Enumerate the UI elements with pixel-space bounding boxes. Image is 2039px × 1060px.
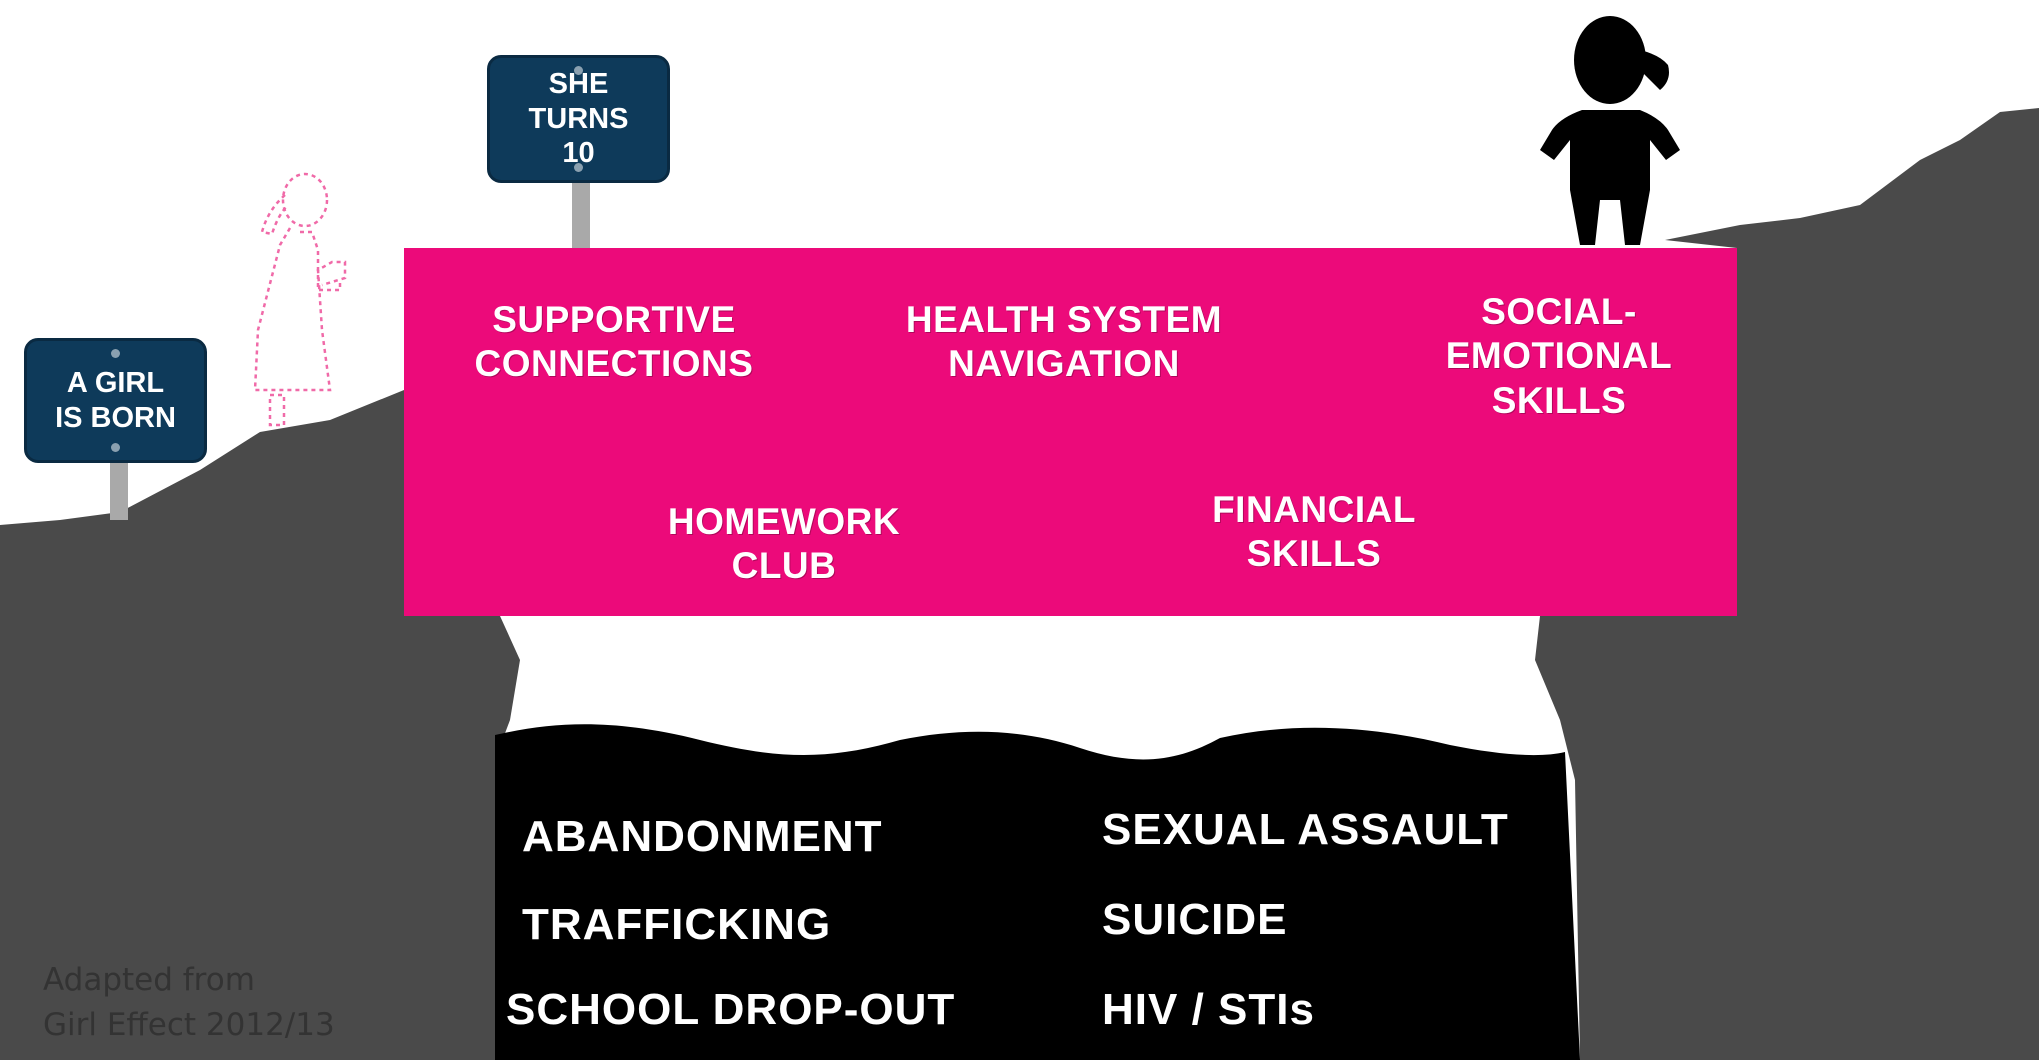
sign-bolt-top xyxy=(111,349,120,358)
risk-hiv-stis: HIV / STIs xyxy=(1102,985,1315,1034)
attribution-line-1: Adapted from xyxy=(43,962,255,998)
risk-trafficking: TRAFFICKING xyxy=(522,900,832,949)
attribution-line-2: Girl Effect 2012/13 xyxy=(43,1006,335,1043)
sign-she-turns-10: SHE TURNS 10 xyxy=(487,55,670,183)
sign-a-girl-is-born: A GIRL IS BORN xyxy=(24,338,207,463)
bridge-label-health-system-navigation: HEALTH SYSTEM NAVIGATION xyxy=(905,299,1223,385)
ten-sign-post xyxy=(572,180,590,250)
sign-born-line-1: A GIRL xyxy=(66,366,165,399)
bridge-label-homework-club: HOMEWORK CLUB xyxy=(667,501,901,587)
right-cliff-under-bridge xyxy=(1535,616,1737,1060)
sign-bolt-bottom xyxy=(111,443,120,452)
bridge-label-financial-skills: FINANCIAL SKILLS xyxy=(1212,489,1416,575)
sign-born-line-2: IS BORN xyxy=(55,401,176,434)
sign-bolt-bottom xyxy=(574,163,583,172)
left-cliff-under-bridge xyxy=(404,616,520,1060)
bridge-label-social-emotional-skills: SOCIAL- EMOTIONAL SKILLS xyxy=(1445,291,1673,421)
born-sign-post xyxy=(110,455,128,520)
attribution-text: Adapted from Girl Effect 2012/13 xyxy=(43,958,335,1048)
support-bridge: SUPPORTIVE CONNECTIONS HEALTH SYSTEM NAV… xyxy=(404,248,1737,616)
abyss xyxy=(495,724,1580,1060)
left-cliff xyxy=(0,390,404,1060)
right-cliff xyxy=(1665,108,2039,1060)
risk-abandonment: ABANDONMENT xyxy=(522,812,883,861)
risk-school-drop-out: SCHOOL DROP-OUT xyxy=(506,985,956,1034)
bridge-label-supportive-connections: SUPPORTIVE CONNECTIONS xyxy=(474,299,754,385)
sign-ten-line-2: TURNS xyxy=(528,102,629,135)
risk-sexual-assault: SEXUAL ASSAULT xyxy=(1102,805,1509,854)
older-girl-silhouette-icon xyxy=(1540,16,1680,245)
sign-bolt-top xyxy=(574,66,583,75)
risk-suicide: SUICIDE xyxy=(1102,895,1288,944)
young-girl-outline-icon xyxy=(253,172,347,427)
